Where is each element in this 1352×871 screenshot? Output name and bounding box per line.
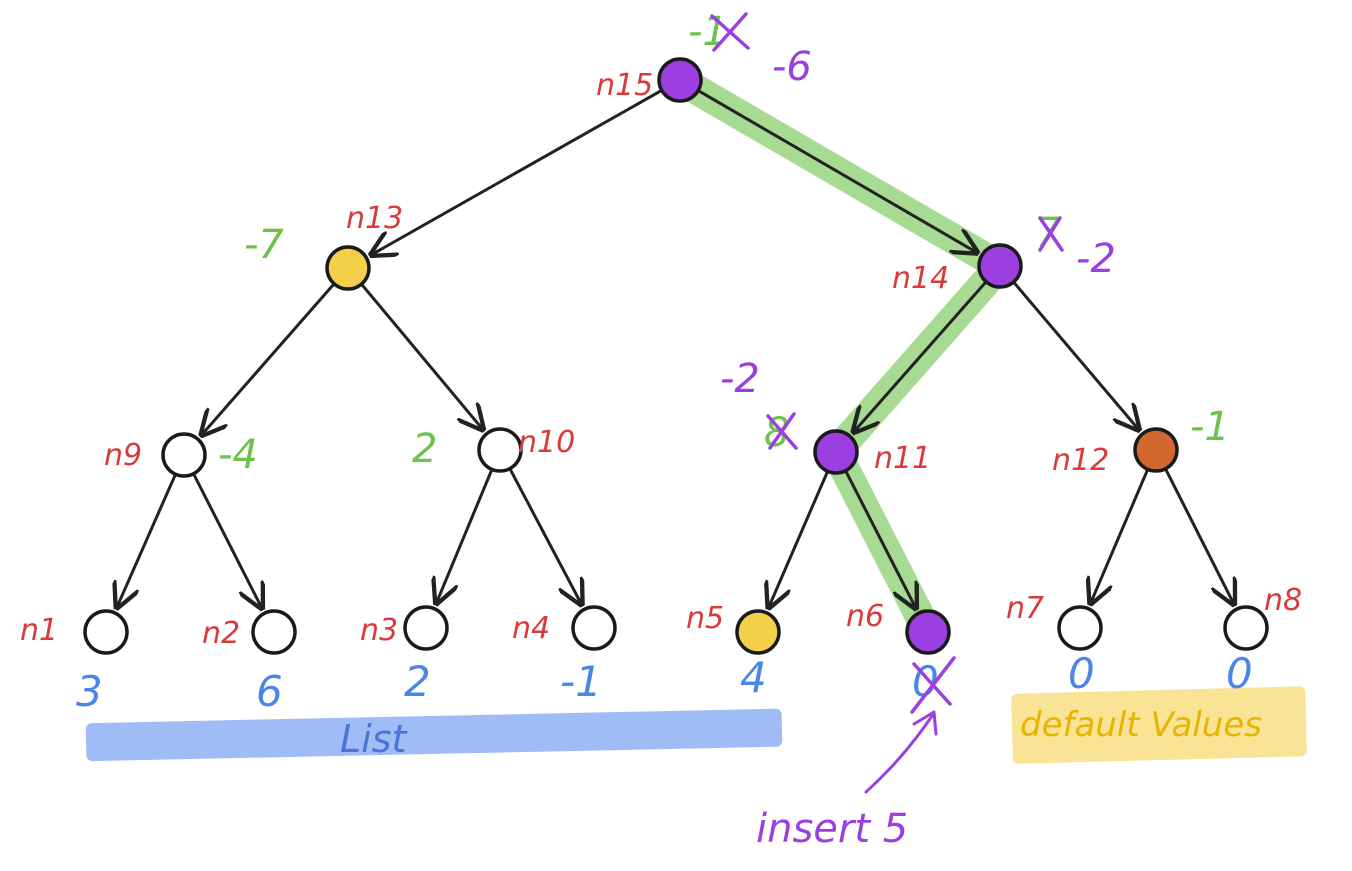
label-n13: n13 — [346, 201, 403, 236]
default-values-highlight-band — [1011, 686, 1307, 764]
insert-arrow — [864, 714, 934, 794]
label-n6: n6 — [846, 599, 884, 634]
label-n1: n1 — [20, 613, 58, 648]
annotations: List default Values insert 5 — [340, 705, 1262, 852]
node-n6 — [905, 609, 951, 655]
label-n5: n5 — [686, 601, 724, 636]
edge-n11-n6 — [844, 470, 915, 607]
edge-n9-n2 — [192, 474, 261, 608]
label-n3: n3 — [360, 613, 398, 648]
node-n4 — [571, 605, 617, 651]
node-labels: n15 n13 n14 n9 n10 n11 n12 n1 n2 n3 n4 n… — [20, 68, 1302, 651]
label-n10: n10 — [518, 425, 575, 460]
label-n12: n12 — [1052, 443, 1109, 478]
internal-values: -1 -6 -7 7 -2 -4 2 -2 8 -1 — [218, 9, 1230, 478]
tree-edges — [117, 89, 1234, 608]
n13-value: -7 — [244, 222, 284, 268]
tree-nodes — [83, 57, 1269, 655]
node-n9 — [161, 432, 207, 478]
leaf-value-n1: 3 — [76, 667, 103, 716]
n6-strike-mark — [910, 656, 956, 714]
edge-n15-n13 — [371, 89, 662, 254]
node-n12 — [1133, 427, 1179, 473]
node-n13 — [325, 245, 371, 291]
insert-label: insert 5 — [756, 806, 908, 852]
list-label: List — [340, 717, 409, 761]
node-n11 — [813, 429, 859, 475]
label-n7: n7 — [1006, 591, 1044, 626]
edge-n13-n9 — [202, 283, 335, 434]
label-n15: n15 — [596, 68, 653, 103]
n11-new-value: -2 — [720, 356, 760, 402]
label-n8: n8 — [1264, 583, 1302, 618]
edge-n9-n1 — [117, 474, 177, 607]
edge-n11-n5 — [769, 471, 829, 607]
n9-value: -4 — [218, 432, 258, 478]
edge-n14-n11 — [854, 281, 987, 431]
leaf-value-n7: 0 — [1068, 649, 1095, 698]
node-n8 — [1223, 605, 1269, 651]
leaf-values: 3 6 2 -1 4 0 0 0 — [76, 649, 1253, 716]
leaf-value-n8: 0 — [1226, 649, 1253, 698]
n11-strike-mark — [766, 412, 798, 450]
node-n15 — [657, 57, 703, 103]
edge-n10-n3 — [436, 469, 493, 603]
leaf-value-n4: -1 — [560, 657, 602, 706]
label-n11: n11 — [874, 441, 931, 476]
edge-n13-n10 — [361, 284, 483, 430]
edge-n10-n4 — [509, 468, 582, 604]
edge-n15-n14 — [698, 90, 977, 253]
label-n4: n4 — [512, 611, 550, 646]
n15-old-value: -1 — [688, 9, 728, 55]
node-n5 — [735, 609, 781, 655]
node-n7 — [1057, 605, 1103, 651]
edge-n14-n12 — [1013, 282, 1139, 430]
n14-strike-mark — [1038, 216, 1064, 252]
node-n3 — [403, 605, 449, 651]
leaf-value-n3: 2 — [404, 657, 431, 706]
default-values-label: default Values — [1020, 705, 1262, 745]
n15-new-value: -6 — [772, 44, 812, 90]
n12-value: -1 — [1190, 404, 1230, 450]
node-n14 — [977, 243, 1023, 289]
node-n2 — [251, 609, 297, 655]
edge-n12-n7 — [1091, 469, 1149, 603]
leaf-value-n5: 4 — [740, 653, 767, 702]
leaf-value-n2: 6 — [256, 667, 283, 716]
n10-value: 2 — [412, 426, 437, 472]
label-n2: n2 — [202, 616, 240, 651]
edge-n12-n8 — [1164, 469, 1233, 604]
label-n9: n9 — [104, 438, 142, 473]
label-n14: n14 — [892, 261, 949, 296]
node-n1 — [83, 609, 129, 655]
node-n10 — [477, 427, 523, 473]
insert-arrow-head — [912, 710, 938, 736]
list-highlight-band — [85, 708, 783, 762]
n14-new-value: -2 — [1076, 236, 1116, 282]
n15-strike-mark — [710, 12, 750, 52]
